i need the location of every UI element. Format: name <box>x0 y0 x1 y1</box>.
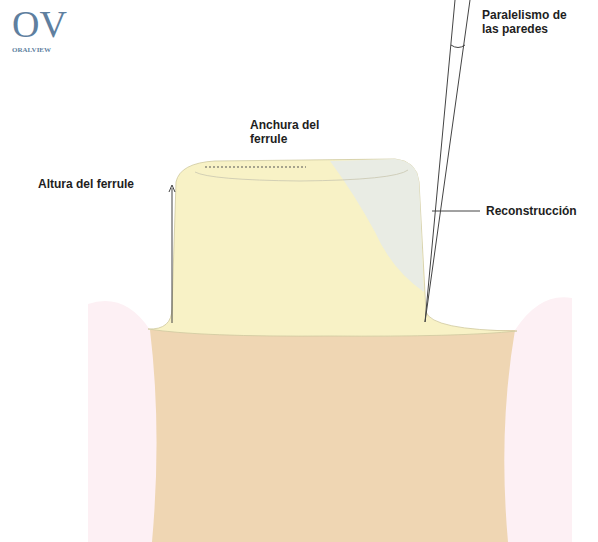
height-arrowhead <box>169 185 175 192</box>
reconstruction <box>330 159 424 292</box>
wall-line <box>425 0 455 322</box>
ferrule-width-line <box>205 167 306 168</box>
angle-arc <box>451 45 465 48</box>
leader-line <box>432 211 480 212</box>
prepared-crown <box>148 159 517 336</box>
width-label: Anchura del ferrule <box>250 118 330 146</box>
reconstruction-label: Reconstrucción <box>486 204 594 218</box>
logo-mark: OV <box>12 4 72 44</box>
height-line <box>172 188 173 323</box>
angle-label: Paralelismo de las paredes <box>482 8 582 36</box>
wall-line <box>425 0 470 322</box>
logo-text: ORALVIEW <box>12 46 82 55</box>
ferrule-top-ellipse <box>195 170 408 181</box>
height-label: Altura del ferrule <box>38 177 168 191</box>
root <box>150 330 515 542</box>
